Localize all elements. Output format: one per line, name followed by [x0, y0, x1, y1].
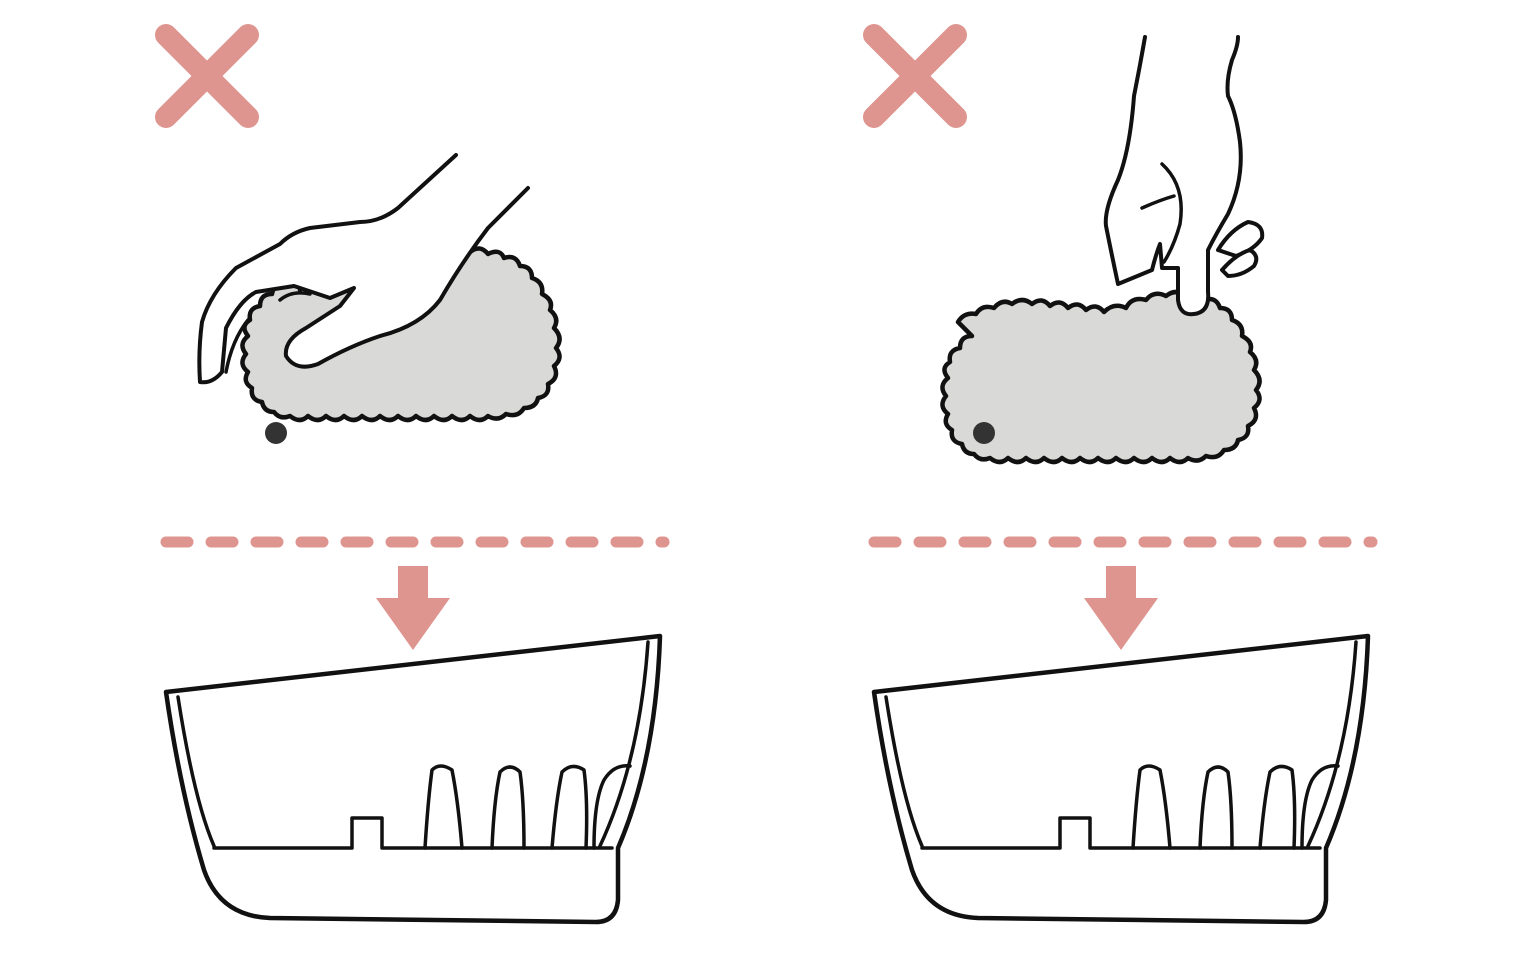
litter-box-icon — [871, 633, 1371, 925]
arrow-down-icon — [376, 566, 450, 650]
arrow-down-icon — [1084, 566, 1158, 650]
hand-pinching-scruff-icon — [1103, 35, 1265, 317]
hand-grabbing-back-icon — [197, 153, 530, 385]
cross-icon — [155, 24, 259, 128]
litter-box-icon — [163, 633, 663, 925]
panel-right — [708, 0, 1475, 956]
panel-left — [0, 0, 767, 956]
cross-icon — [863, 24, 967, 128]
rabbit-icon — [940, 289, 1312, 490]
